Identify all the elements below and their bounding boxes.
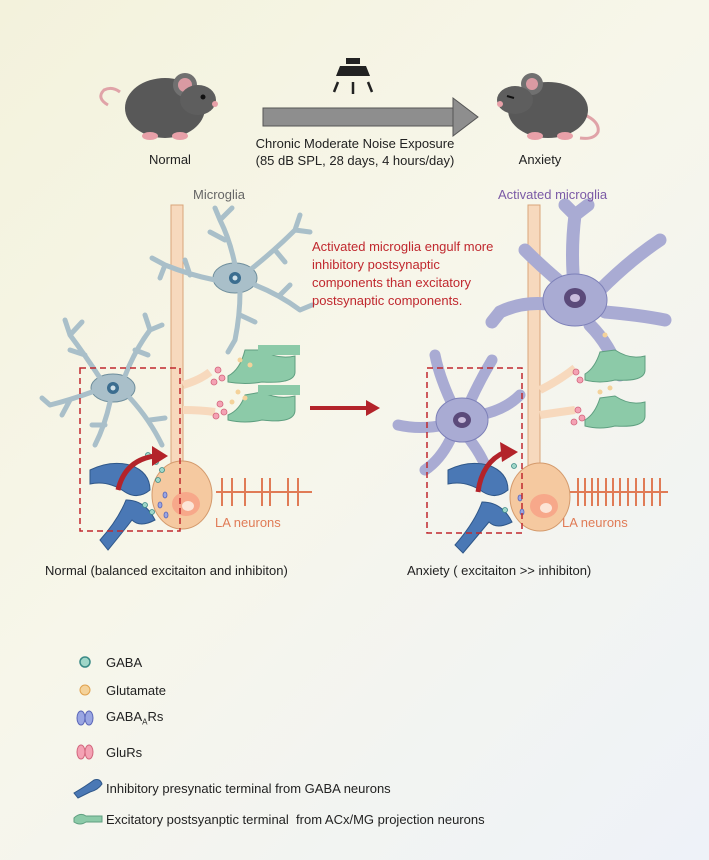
legend-item-glutamate: Glutamate <box>70 679 166 701</box>
activated-microglia-label: Activated microglia <box>498 187 608 202</box>
legend-label: GluRs <box>106 744 143 760</box>
right-la-neuron <box>509 462 571 532</box>
left-microglia-lower <box>39 312 168 448</box>
left-engulf-arrow <box>115 453 156 491</box>
right-caption: Anxiety ( excitaiton >> inhibiton) <box>407 563 592 578</box>
normal-mouse-icon <box>99 73 218 140</box>
glutamate-dot-icon <box>79 684 91 696</box>
left-dendrite <box>170 204 216 496</box>
inhibitory-terminal-icon <box>73 779 103 799</box>
speaker-icon <box>332 58 374 94</box>
noise-arrow <box>262 96 479 138</box>
glur-receptor-icon <box>76 744 94 760</box>
left-excitatory-terminals <box>210 345 300 423</box>
legend-item-glurs: GluRs <box>70 741 142 763</box>
legend-label: GABAARs <box>106 709 163 727</box>
excitatory-terminal-icon <box>73 813 103 825</box>
legend-label: GABA <box>106 654 143 670</box>
right-dendrite <box>527 204 578 496</box>
legend-label: Excitatory postsyanptic terminal from AC… <box>106 811 485 827</box>
legend-label: Glutamate <box>106 682 166 698</box>
microglia-label: Microglia <box>193 187 246 202</box>
left-highlight-box <box>79 367 181 532</box>
left-la-neurons-label: LA neurons <box>215 515 281 530</box>
legend-label-sub: A <box>142 717 148 727</box>
right-excitatory-terminals <box>570 332 646 429</box>
annotation-line-1: Activated microglia engulf more <box>312 239 494 254</box>
legend-item-inhibitory-terminal: Inhibitory presynatic terminal from GABA… <box>70 777 391 799</box>
gaba-dot-icon <box>79 656 91 668</box>
left-spike-train <box>216 478 312 506</box>
legend-item-gaba: GABA <box>70 651 142 673</box>
right-la-neurons-label: LA neurons <box>562 515 628 530</box>
right-spike-train <box>570 478 668 506</box>
left-microglia-upper <box>149 205 315 355</box>
legend-label: Inhibitory presynatic terminal from GABA… <box>106 780 391 796</box>
legend-label-tail: Rs <box>147 709 164 725</box>
right-microglia-upper <box>485 198 672 382</box>
transition-arrow <box>310 400 380 416</box>
legend-item-gabaa-receptors: GABAARs <box>70 707 163 729</box>
annotation-line-2: inhibitory postsynaptic <box>312 257 440 272</box>
annotation-line-4: postsynaptic components. <box>312 293 463 308</box>
left-caption: Normal (balanced excitaiton and inhibito… <box>45 563 288 578</box>
normal-label: Normal <box>149 152 191 167</box>
legend-item-excitatory-terminal: Excitatory postsyanptic terminal from AC… <box>70 808 485 830</box>
annotation-line-3: components than excitatory <box>312 275 471 290</box>
gabaa-receptor-icon <box>76 710 94 726</box>
exposure-detail: (85 dB SPL, 28 days, 4 hours/day) <box>255 153 455 168</box>
exposure-title: Chronic Moderate Noise Exposure <box>255 136 455 151</box>
anxiety-mouse-icon <box>497 73 600 140</box>
anxiety-label: Anxiety <box>518 152 562 167</box>
legend-label-main: GABA <box>106 709 143 725</box>
